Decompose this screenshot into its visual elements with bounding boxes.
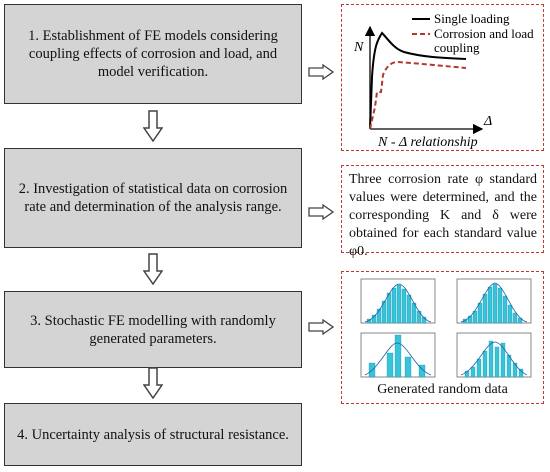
single-loading-curve <box>369 31 467 130</box>
step-4-label: 4. Uncertainty analysis of structural re… <box>17 426 289 443</box>
random-data-panel: Generated random data <box>341 271 544 404</box>
step-2-box: 2. Investigation of statistical data on … <box>4 148 302 248</box>
right-arrow-1 <box>308 64 334 80</box>
step-1-label: 1. Establishment of FE models considerin… <box>28 28 278 80</box>
step-4-box: 4. Uncertainty analysis of structural re… <box>4 403 302 466</box>
step-3-label: 3. Stochastic FE modelling with randomly… <box>30 312 276 347</box>
legend-coupled-label-line2: coupling <box>434 40 480 55</box>
n-delta-chart: N Δ Single loading Corrosion and load co… <box>353 11 534 149</box>
histogram-grid <box>360 278 532 378</box>
x-axis-label: Δ <box>483 114 492 129</box>
down-arrow-3 <box>143 367 163 399</box>
right-arrow-2 <box>308 204 334 220</box>
histogram-bottom-right <box>456 332 532 378</box>
legend-coupled-label-line1: Corrosion and load <box>434 26 534 41</box>
step-3-box: 3. Stochastic FE modelling with randomly… <box>4 291 302 368</box>
histogram-bottom-left <box>360 332 436 378</box>
coupled-curve <box>369 60 467 130</box>
corrosion-note-panel: Three corrosion rate φ standard values w… <box>341 165 544 259</box>
n-delta-panel: N Δ Single loading Corrosion and load co… <box>341 4 544 151</box>
random-data-caption: Generated random data <box>377 382 508 397</box>
step-1-box: 1. Establishment of FE models considerin… <box>4 4 302 104</box>
histogram-top-left <box>360 278 436 324</box>
corrosion-note-text: Three corrosion rate φ standard values w… <box>349 172 537 259</box>
down-arrow-1 <box>143 110 163 142</box>
step-2-label: 2. Investigation of statistical data on … <box>18 181 288 215</box>
n-delta-caption: N - Δ relationship <box>377 135 478 149</box>
y-axis-label: N <box>353 40 364 55</box>
down-arrow-2 <box>143 253 163 285</box>
right-arrow-3 <box>308 319 334 335</box>
legend-single-label: Single loading <box>434 11 510 26</box>
histogram-top-right <box>456 278 532 324</box>
